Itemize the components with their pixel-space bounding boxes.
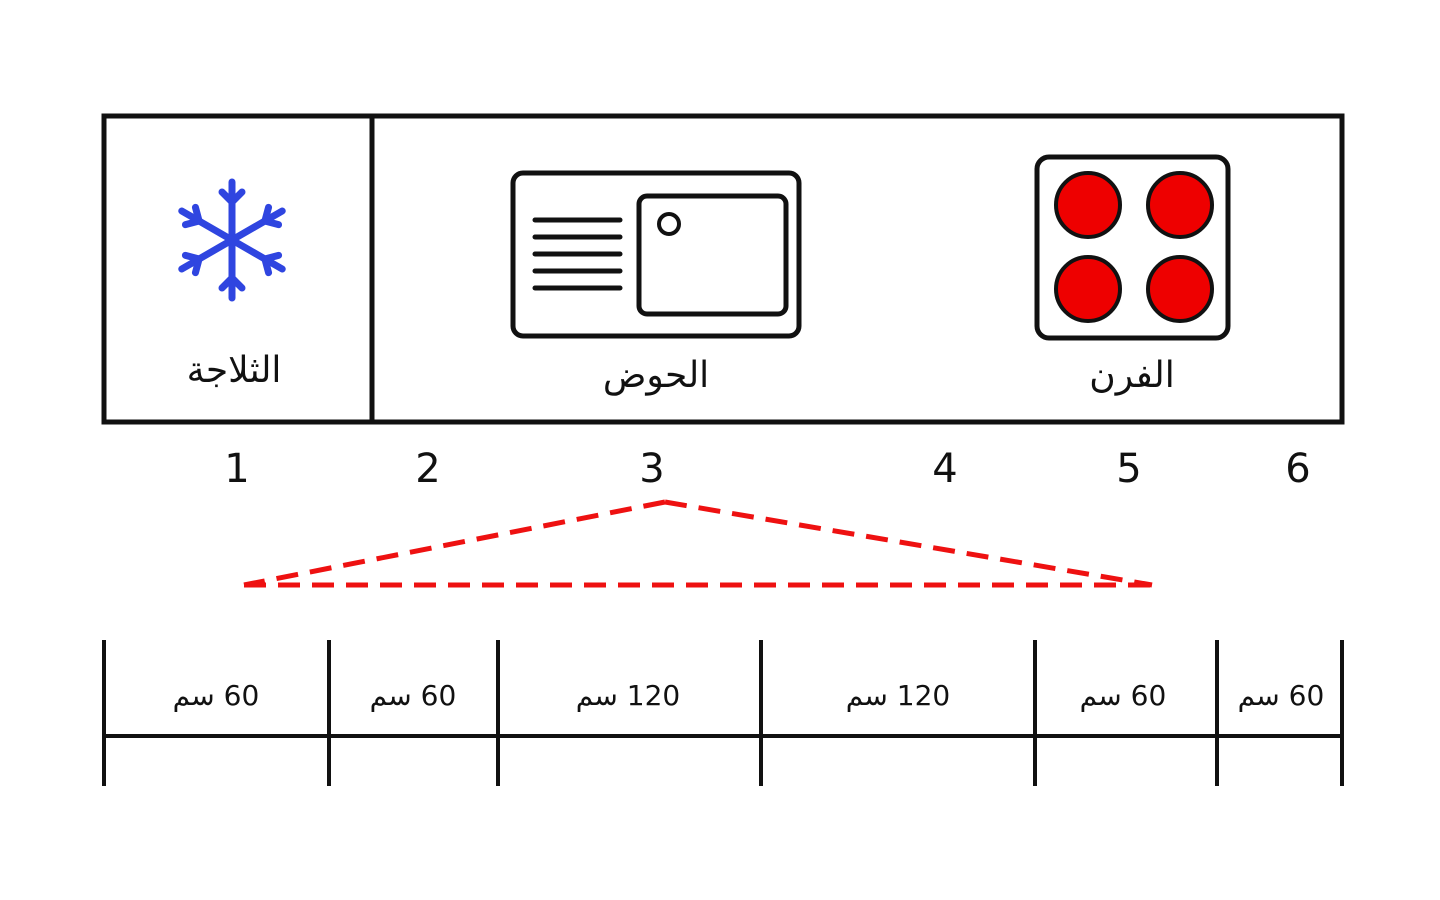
work-triangle [243,499,1153,588]
segment-4-label: 120 سم [846,679,950,712]
stove-label: الفرن [1089,355,1174,396]
segment-5-label: 60 سم [1080,679,1167,712]
dimension-ruler [102,640,1344,786]
position-2: 2 [415,446,440,492]
segment-6-label: 60 سم [1238,679,1325,712]
position-5: 5 [1116,446,1141,492]
sink-icon [510,170,802,339]
snowflake-icon [178,178,286,302]
position-3: 3 [639,446,664,492]
fridge-label: الثلاجة [187,350,282,391]
sink-label: الحوض [603,355,709,396]
segment-3-label: 120 سم [576,679,680,712]
counter-outline [101,113,1345,425]
position-4: 4 [932,446,957,492]
stove-icon [1034,154,1231,341]
burner-bottom-right [1146,255,1214,323]
burner-bottom-left [1054,255,1122,323]
segment-2-label: 60 سم [370,679,457,712]
position-1: 1 [224,446,249,492]
segment-1-label: 60 سم [173,679,260,712]
burner-top-right [1146,171,1214,239]
position-6: 6 [1285,446,1310,492]
burner-top-left [1054,171,1122,239]
